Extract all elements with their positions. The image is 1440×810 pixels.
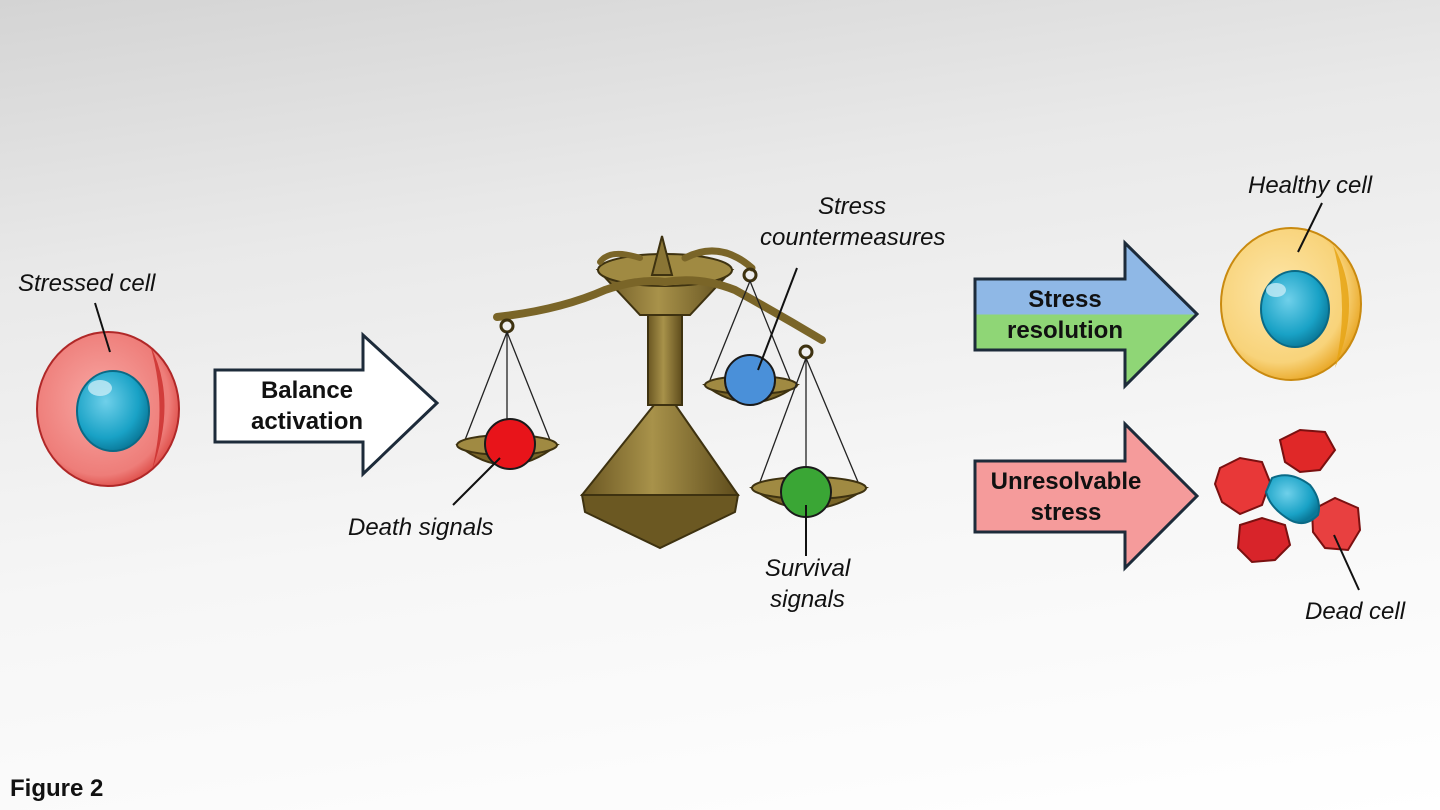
balance-activation-line-2: activation <box>250 408 364 435</box>
unresolvable-stress-text: Unresolvable stress <box>976 466 1156 528</box>
survival-signals-label: Survival signals <box>755 553 860 615</box>
survival-signals-line-1: Survival <box>764 555 851 582</box>
healthy-cell-nucleus <box>1260 270 1330 348</box>
figure-label: Figure 2 <box>10 775 104 802</box>
stress-countermeasures-label: Stress countermeasures <box>760 191 946 253</box>
countermeasures-pointer <box>757 267 798 371</box>
balance-activation-arrow <box>213 331 440 478</box>
death-signals-label: Death signals <box>348 514 494 541</box>
unresolvable-stress-line-1: Unresolvable <box>990 468 1142 495</box>
stressed-cell-label: Stressed cell <box>18 270 156 297</box>
healthy-cell-label: Healthy cell <box>1248 172 1373 199</box>
stress-resolution-line-1: Stress <box>1028 286 1102 313</box>
stress-resolution-arrow <box>973 239 1200 390</box>
stressed-cell-nucleus <box>76 370 150 452</box>
dead-cell-pointer <box>1333 534 1360 591</box>
balance-activation-text: Balance activation <box>222 375 392 437</box>
dead-cell-fragment <box>1278 428 1337 474</box>
stressed-cell <box>36 331 180 487</box>
dead-cell <box>1213 428 1362 564</box>
countermeasure-ball <box>724 354 776 406</box>
death-signal-ball <box>484 418 536 470</box>
dead-cell-fragment <box>1236 516 1292 564</box>
stress-countermeasures-line-2: countermeasures <box>760 224 946 251</box>
death-signals-pointer <box>452 457 501 506</box>
unresolvable-stress-line-2: stress <box>1030 499 1102 526</box>
healthy-cell-pointer <box>1297 202 1323 253</box>
stress-resolution-text: Stress resolution <box>980 284 1150 346</box>
stress-resolution-line-2: resolution <box>1006 317 1123 344</box>
survival-signals-line-2: signals <box>770 586 845 613</box>
stress-countermeasures-line-1: Stress <box>817 193 886 220</box>
stressed-cell-pointer <box>94 302 111 353</box>
healthy-cell <box>1220 227 1362 381</box>
balance-activation-line-1: Balance <box>260 377 354 404</box>
dead-cell-fragment <box>1310 496 1362 552</box>
unresolvable-stress-arrow <box>973 420 1200 572</box>
dead-cell-label: Dead cell <box>1305 598 1406 625</box>
dead-cell-nucleus <box>1264 474 1320 525</box>
dead-cell-fragment <box>1213 456 1272 516</box>
